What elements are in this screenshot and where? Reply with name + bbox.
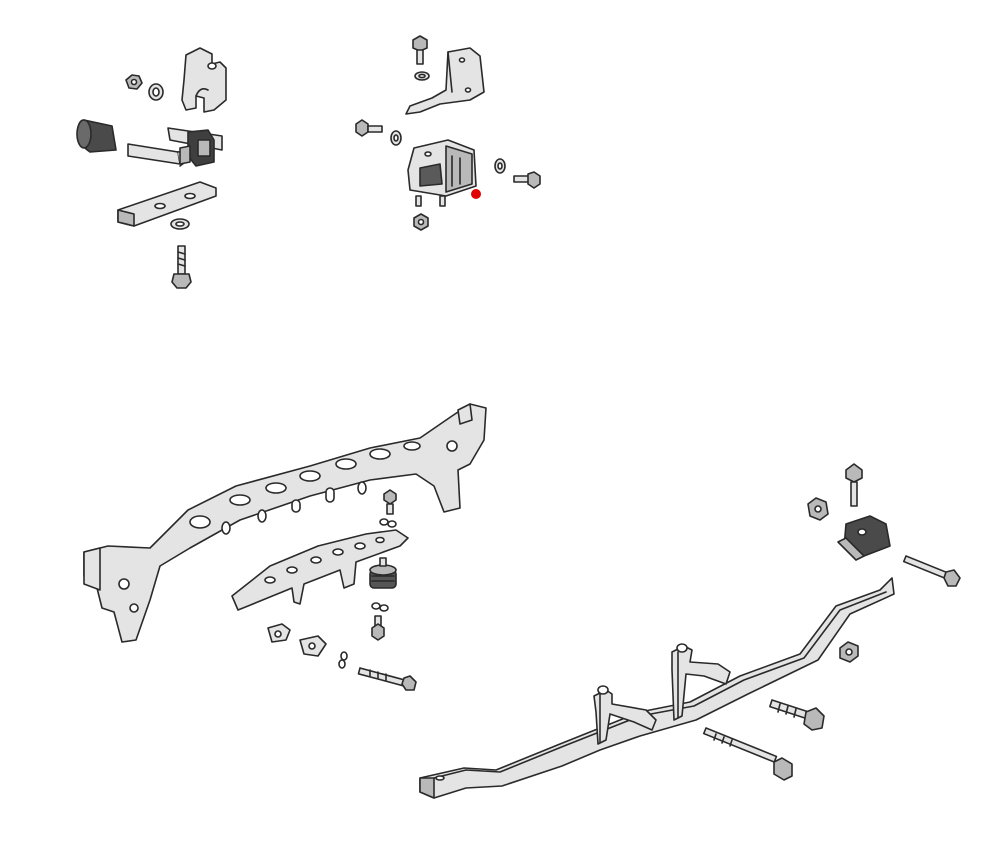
small-clip [338,651,348,669]
rail-nut-top [807,497,829,521]
subframe-rail-assembly [419,463,961,799]
bushing-clamp [179,129,215,167]
lower-washer [170,218,190,230]
rail-top-edge [433,591,887,779]
side-bolt-left [355,119,383,137]
spring-clip-1 [267,623,291,643]
bolt [171,245,192,289]
rubber-isolator [369,557,397,589]
lower-nut [413,213,429,231]
rail-hole [435,775,445,781]
rail-mount [837,515,891,561]
nut [125,74,143,90]
beam-holes [118,440,458,613]
marker-dot [471,189,481,199]
mount-block [407,139,477,207]
rail-bolt-lower-2 [702,727,793,781]
isolator-bolt [371,615,385,641]
rail-bolt-lower-1 [769,699,825,731]
rail-end-face [419,777,435,799]
rail-bracket-right [671,643,731,721]
subframe-rail [419,577,895,799]
spring-clip-2 [299,635,327,657]
rail-bracket-left [593,685,657,745]
shield-holes [264,536,385,584]
washer-left [390,130,402,146]
engine-mount-assembly [355,35,541,231]
chain-clip-upper [379,518,397,528]
top-bolt [412,35,428,65]
washer-right [494,158,506,174]
rubber-bushing [76,119,117,153]
sway-bar-bushing-assembly [76,47,227,289]
crossmember-assembly [83,403,487,691]
washer [148,83,164,101]
lock-washer-top [414,71,430,81]
rail-nut-mid [839,641,859,663]
rail-bolt-right [902,555,961,587]
chain-clip-lower [371,602,389,612]
beam-ear-right [457,403,473,425]
mounting-plate [117,181,217,227]
shield-bolt-top [383,489,397,515]
side-bolt-right [513,171,541,189]
beam-ear-left [83,547,101,591]
long-bolt-left [357,667,417,691]
crossmember-beam [83,403,487,643]
rail-top-bolt [845,463,863,507]
clamp-bracket [181,47,227,113]
upper-bracket [405,47,485,115]
heat-shield [231,529,409,611]
